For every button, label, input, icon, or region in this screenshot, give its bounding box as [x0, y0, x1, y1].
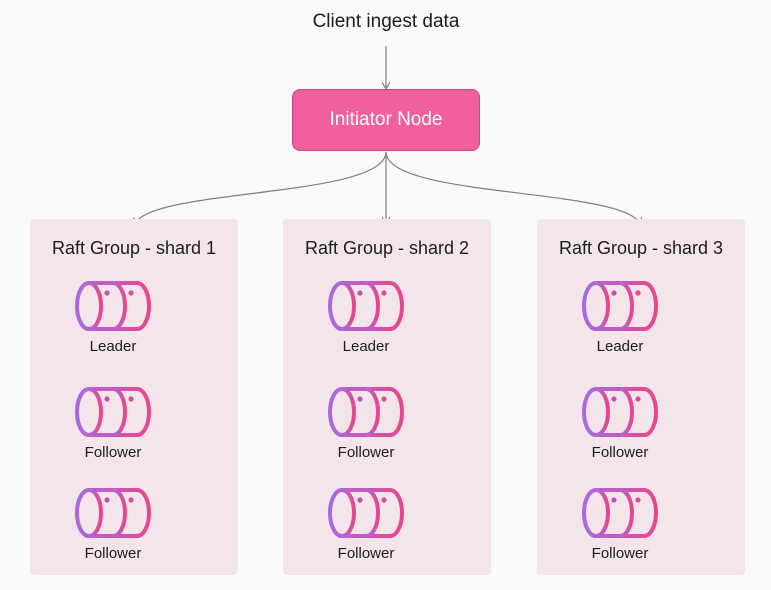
database-icon [328, 387, 404, 437]
node-label: Follower [337, 444, 395, 461]
group-title: Raft Group - shard 2 [304, 238, 470, 258]
node-label: Follower [591, 545, 649, 562]
group-title: Raft Group - shard 1 [51, 238, 217, 258]
database-icon [75, 488, 151, 538]
database-icon [582, 387, 658, 437]
raft-group-shard-1[interactable]: Raft Group - shard 1 Leader Follower Fol… [30, 219, 238, 575]
node-label: Follower [591, 444, 649, 461]
database-icon [328, 281, 404, 331]
client-ingest-label: Client ingest data [312, 11, 460, 32]
node-label: Leader [342, 338, 390, 355]
group-title: Raft Group - shard 3 [558, 238, 724, 258]
node-label: Leader [89, 338, 137, 355]
database-icon [582, 488, 658, 538]
database-icon [75, 387, 151, 437]
database-icon [75, 281, 151, 331]
initiator-node[interactable]: Initiator Node [292, 89, 480, 151]
database-icon [328, 488, 404, 538]
node-label: Follower [84, 545, 142, 562]
node-label: Leader [596, 338, 644, 355]
database-icon [582, 281, 658, 331]
initiator-to-shard1-arrow [135, 151, 387, 224]
node-label: Follower [84, 444, 142, 461]
initiator-to-shard3-arrow [385, 151, 640, 224]
raft-group-shard-3[interactable]: Raft Group - shard 3 Leader Follower Fol… [537, 219, 745, 575]
initiator-node-label: Initiator Node [329, 109, 443, 130]
node-label: Follower [337, 545, 395, 562]
raft-group-shard-2[interactable]: Raft Group - shard 2 Leader Follower Fol… [283, 219, 491, 575]
